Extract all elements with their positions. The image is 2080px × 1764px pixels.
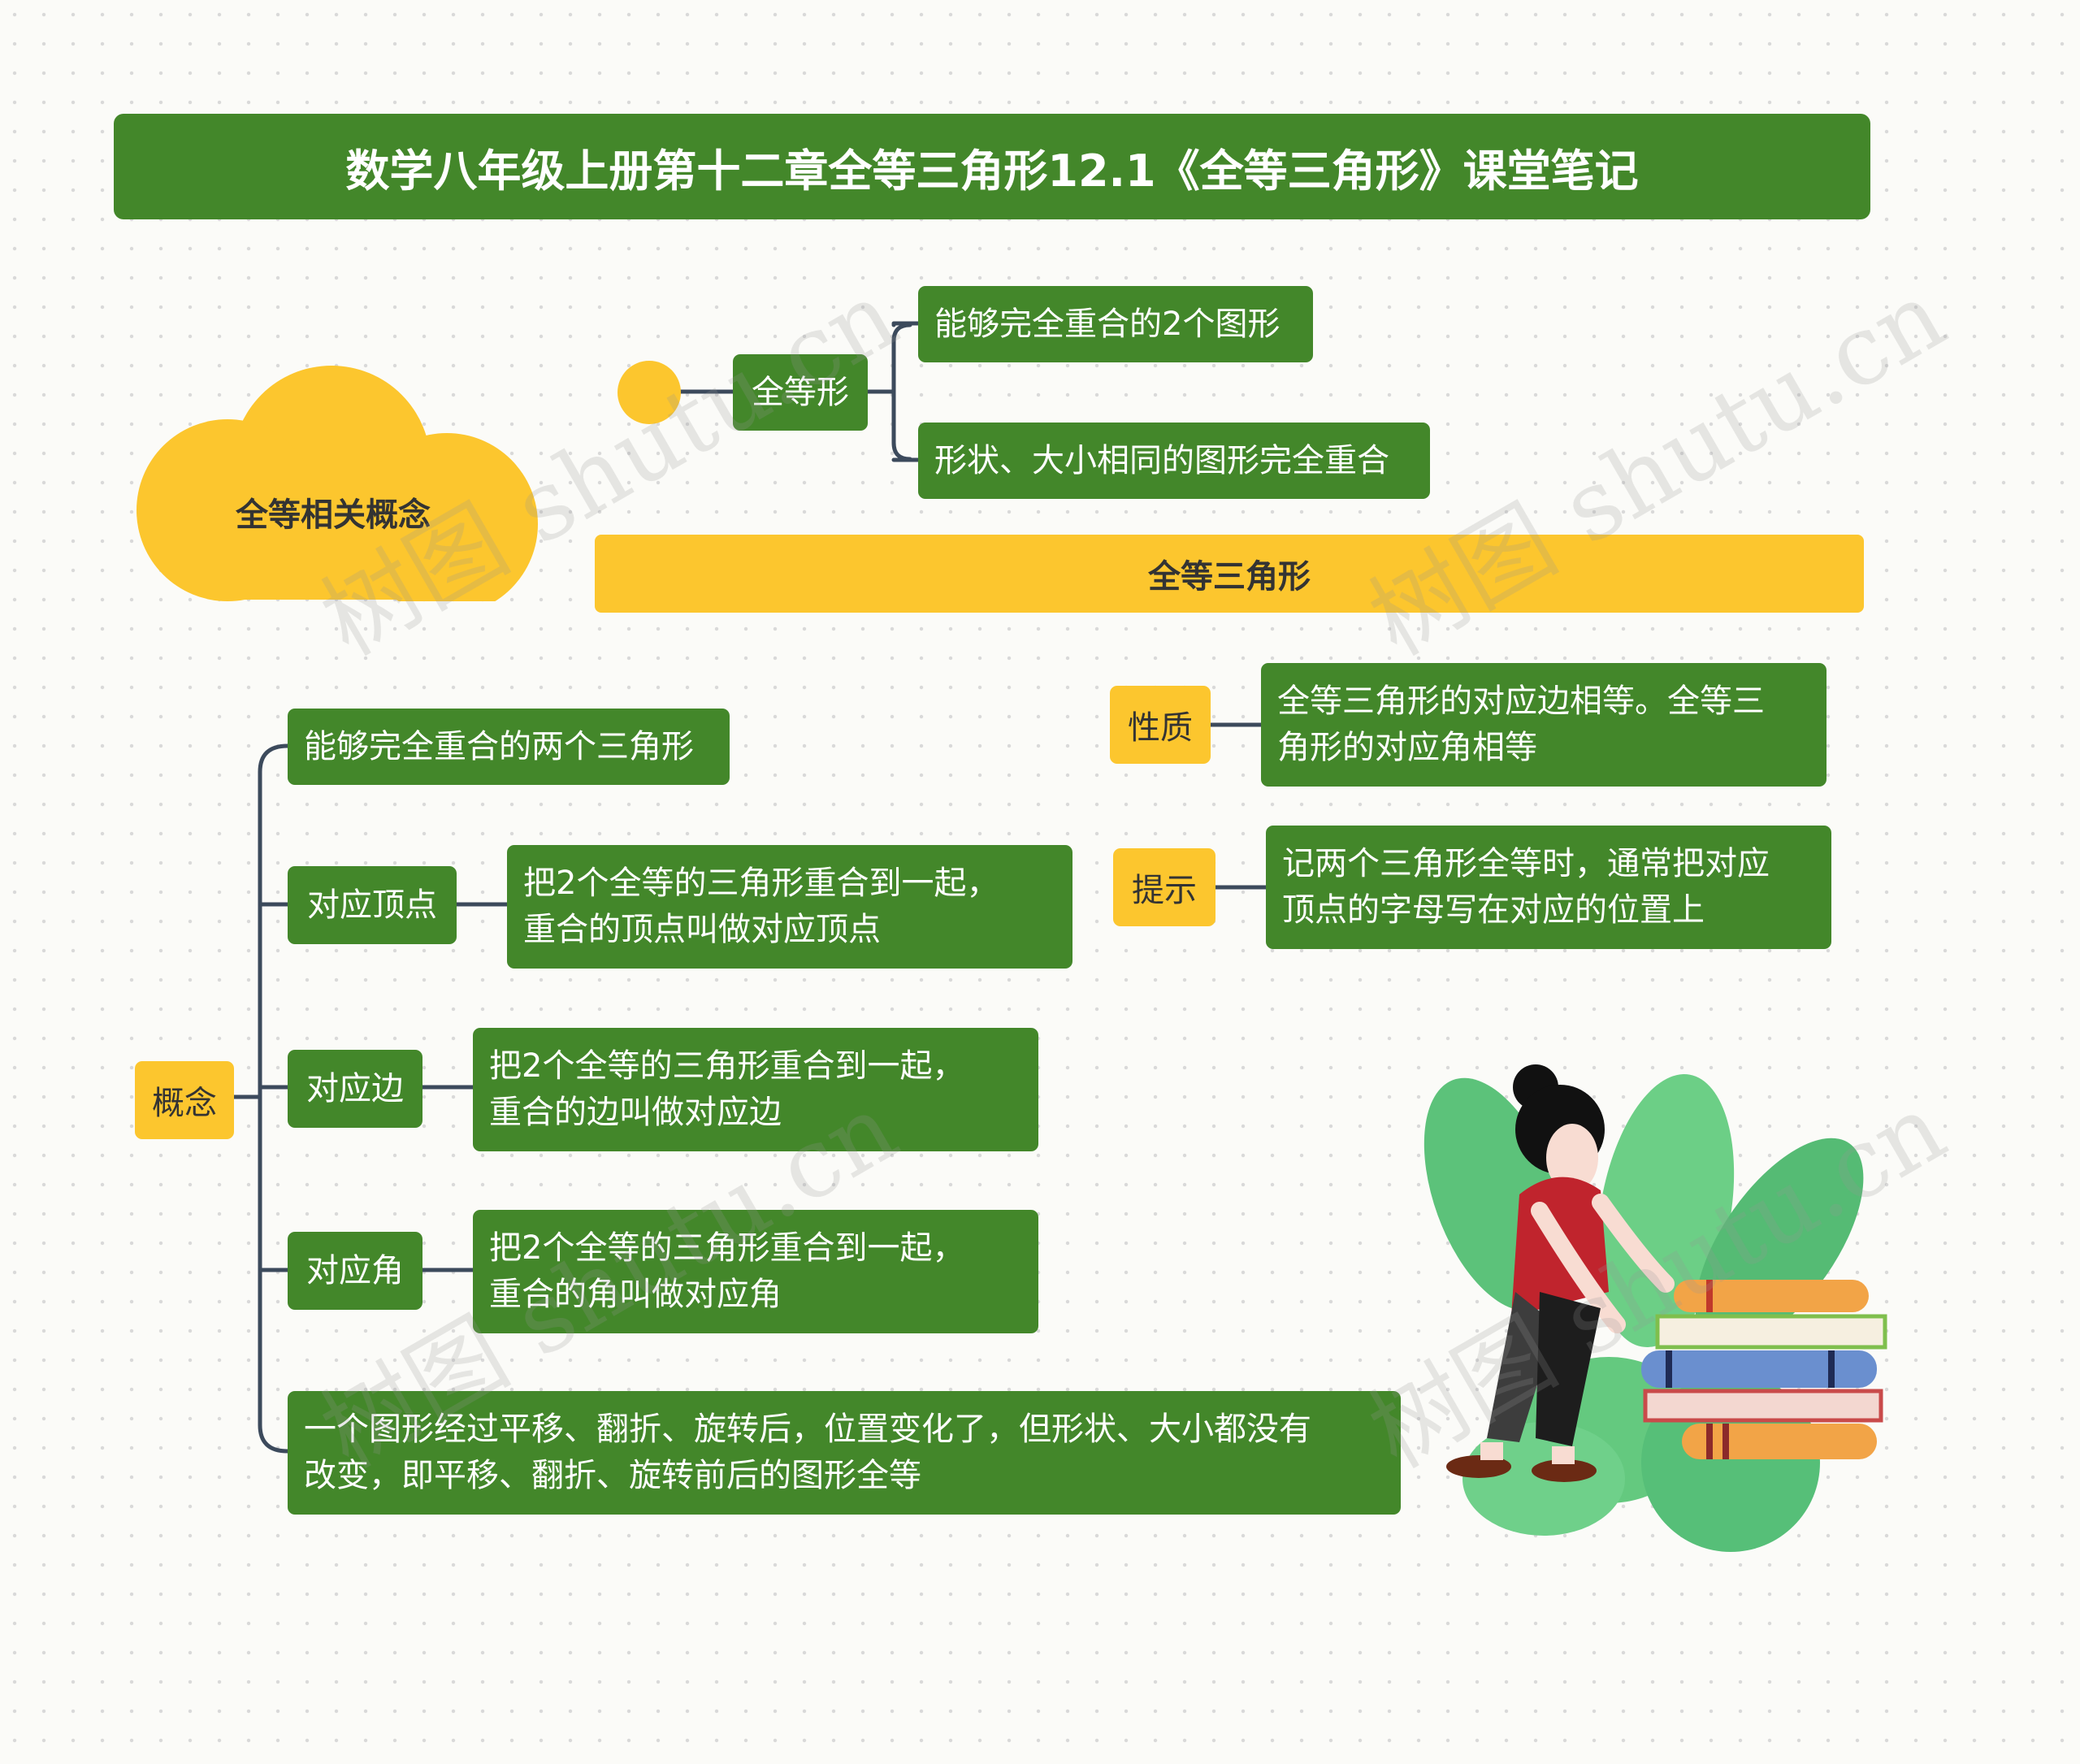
hint-desc[interactable]: 记两个三角形全等时，通常把对应 顶点的字母写在对应的位置上: [1266, 826, 1831, 949]
corresponding-side-desc[interactable]: 把2个全等的三角形重合到一起， 重合的边叫做对应边: [473, 1028, 1038, 1151]
angle-desc-line2: 重合的角叫做对应角: [489, 1276, 782, 1313]
congruent-shape-node[interactable]: 全等形: [733, 354, 868, 431]
side-desc-line1: 把2个全等的三角形重合到一起，: [489, 1047, 965, 1085]
page-title: 数学八年级上册第十二章全等三角形12.1《全等三角形》课堂笔记: [114, 114, 1870, 219]
transformation-note[interactable]: 一个图形经过平移、翻折、旋转后，位置变化了，但形状、大小都没有 改变，即平移、翻…: [288, 1391, 1401, 1515]
hint-node[interactable]: 提示: [1113, 848, 1216, 926]
concept-definition[interactable]: 能够完全重合的两个三角形: [288, 709, 730, 785]
congruent-shape-child-2[interactable]: 形状、大小相同的图形完全重合: [918, 423, 1430, 499]
vertex-desc-line2: 重合的顶点叫做对应顶点: [523, 911, 881, 948]
property-line2: 角形的对应角相等: [1277, 729, 1537, 766]
property-line1: 全等三角形的对应边相等。全等三: [1277, 683, 1765, 720]
hint-line1: 记两个三角形全等时，通常把对应: [1282, 845, 1770, 882]
side-desc-line2: 重合的边叫做对应边: [489, 1094, 782, 1131]
note-line2: 改变，即平移、翻折、旋转前后的图形全等: [304, 1457, 921, 1494]
congruent-shape-child-1[interactable]: 能够完全重合的2个图形: [918, 286, 1313, 362]
property-desc[interactable]: 全等三角形的对应边相等。全等三 角形的对应角相等: [1261, 663, 1826, 787]
corresponding-angle-desc[interactable]: 把2个全等的三角形重合到一起， 重合的角叫做对应角: [473, 1210, 1038, 1333]
hint-line2: 顶点的字母写在对应的位置上: [1282, 891, 1705, 929]
angle-desc-line1: 把2个全等的三角形重合到一起，: [489, 1229, 965, 1267]
corresponding-vertex-node[interactable]: 对应顶点: [288, 866, 457, 944]
girl-with-books-illustration: [1424, 1064, 1887, 1552]
corresponding-angle-node[interactable]: 对应角: [288, 1232, 422, 1310]
corresponding-side-node[interactable]: 对应边: [288, 1050, 422, 1128]
cloud-label: 全等相关概念: [236, 496, 431, 534]
corresponding-vertex-desc[interactable]: 把2个全等的三角形重合到一起， 重合的顶点叫做对应顶点: [507, 845, 1072, 969]
concept-node[interactable]: 概念: [135, 1061, 234, 1139]
cloud-shape: [136, 366, 538, 601]
property-node[interactable]: 性质: [1110, 686, 1211, 764]
branch-dot: [618, 361, 681, 424]
vertex-desc-line1: 把2个全等的三角形重合到一起，: [523, 865, 999, 902]
note-line1: 一个图形经过平移、翻折、旋转后，位置变化了，但形状、大小都没有: [304, 1411, 1311, 1448]
congruent-triangle-band: 全等三角形: [595, 535, 1864, 613]
